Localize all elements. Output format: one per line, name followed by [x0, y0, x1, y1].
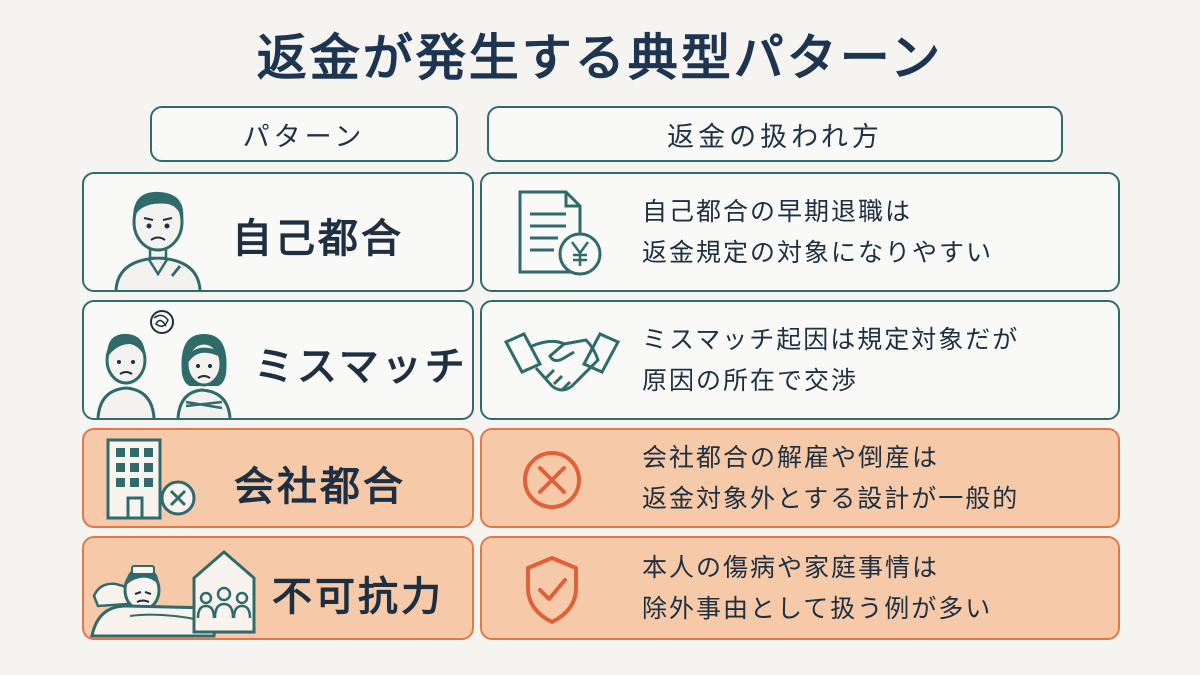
building-x-icon: [106, 438, 196, 520]
sick-family-icon: [90, 550, 256, 638]
handling-text-self: 自己都合の早期退職は 返金規定の対象になりやすい: [642, 174, 993, 290]
handling-line: 自己都合の早期退職は: [642, 197, 913, 226]
handshake-icon: [503, 332, 621, 392]
shield-check-icon: [526, 556, 578, 624]
handling-text-force-majeure: 本人の傷病や家庭事情は 除外事由として扱う例が多い: [642, 538, 992, 638]
header-pattern-label: パターン: [242, 121, 366, 153]
pattern-cell-self: 自己都合: [82, 172, 474, 292]
handling-cell-mismatch: ミスマッチ起因は規定対象だが 原因の所在で交渉: [480, 300, 1120, 420]
handling-line: 除外事由として扱う例が多い: [642, 594, 993, 623]
handling-line: ミスマッチ起因は規定対象だが: [642, 325, 1020, 354]
handling-line: 会社都合の解雇や倒産は: [642, 443, 940, 472]
handling-cell-self: 自己都合の早期退職は 返金規定の対象になりやすい: [480, 172, 1120, 292]
pattern-cell-company: 会社都合: [82, 428, 474, 528]
header-pattern: パターン: [150, 106, 458, 162]
handling-text-mismatch: ミスマッチ起因は規定対象だが 原因の所在で交渉: [642, 302, 1019, 418]
x-circle-icon: [523, 451, 581, 509]
handling-line: 返金規定の対象になりやすい: [642, 238, 994, 267]
header-handling: 返金の扱われ方: [487, 106, 1063, 162]
handling-cell-company: 会社都合の解雇や倒産は 返金対象外とする設計が一般的: [480, 428, 1120, 528]
pattern-label-mismatch: ミスマッチ: [254, 344, 468, 390]
pattern-label-self: 自己都合: [232, 216, 404, 262]
pattern-label-force-majeure: 不可抗力: [272, 574, 444, 620]
header-handling-label: 返金の扱われ方: [667, 121, 883, 153]
pattern-cell-force-majeure: 不可抗力: [82, 536, 474, 640]
handling-line: 原因の所在で交渉: [642, 366, 859, 395]
handling-line: 返金対象外とする設計が一般的: [642, 484, 1020, 513]
pattern-label-company: 会社都合: [234, 464, 406, 510]
confused-person-icon: [114, 191, 202, 290]
handling-cell-force-majeure: 本人の傷病や家庭事情は 除外事由として扱う例が多い: [480, 536, 1120, 640]
page-title: 返金が発生する典型パターン: [256, 29, 944, 87]
document-yen-icon: [518, 190, 602, 276]
handling-text-company: 会社都合の解雇や倒産は 返金対象外とする設計が一般的: [642, 430, 1019, 526]
handling-line: 本人の傷病や家庭事情は: [642, 553, 940, 582]
mismatched-couple-icon: [96, 310, 232, 418]
pattern-cell-mismatch: ミスマッチ: [82, 300, 474, 420]
